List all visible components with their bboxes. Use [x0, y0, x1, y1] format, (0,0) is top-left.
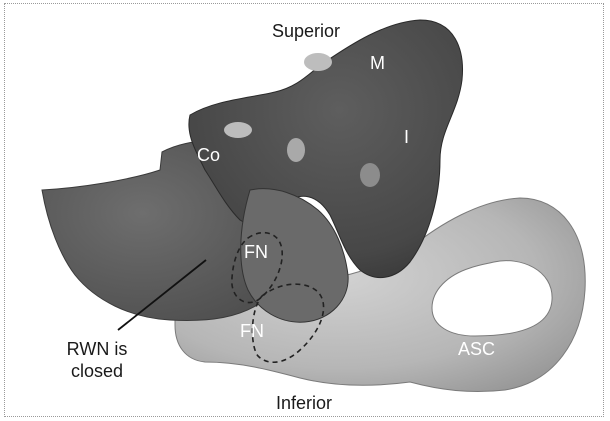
label-m: M	[370, 54, 385, 72]
label-fn-lower: FN	[240, 322, 264, 340]
label-asc: ASC	[458, 340, 495, 358]
highlight-top	[304, 53, 332, 71]
label-inferior: Inferior	[276, 394, 332, 412]
highlight-left	[224, 122, 252, 138]
label-rwn-line1: RWN is	[52, 340, 142, 358]
label-superior: Superior	[272, 22, 340, 40]
highlight-mid	[287, 138, 305, 162]
highlight-right	[360, 163, 380, 187]
label-fn-upper: FN	[244, 243, 268, 261]
label-rwn-line2: closed	[52, 362, 142, 380]
label-i: I	[404, 128, 409, 146]
label-co: Co	[197, 146, 220, 164]
